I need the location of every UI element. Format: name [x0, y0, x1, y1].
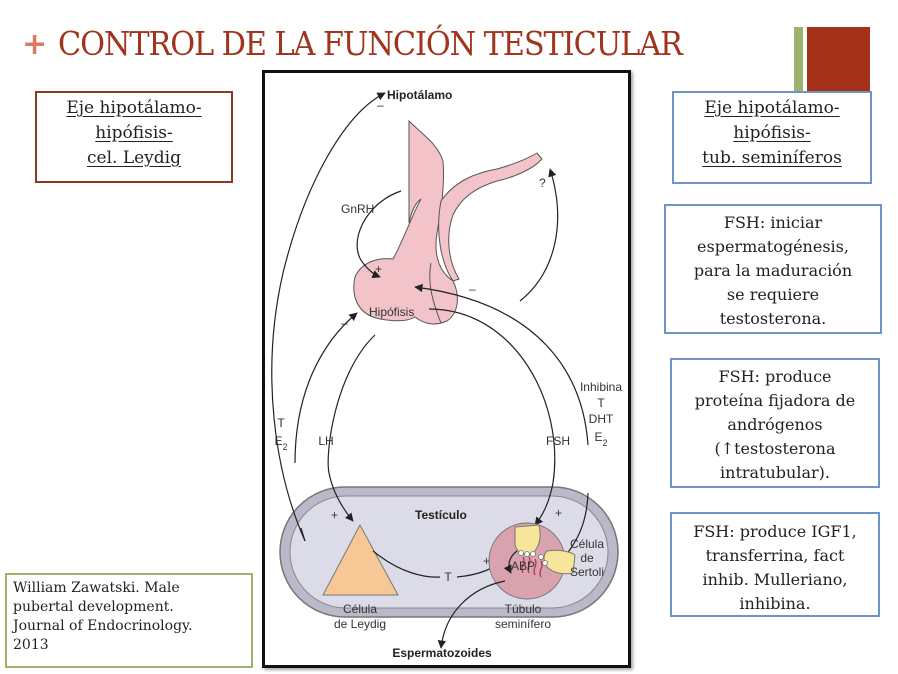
question-arrow — [519, 168, 559, 302]
hypothalamus-minus-sign: – — [377, 98, 384, 112]
abp-receptor-dots — [518, 550, 548, 566]
testis-label: Testículo — [415, 508, 467, 522]
seminiferous-axis-line: Eje hipotálamo- — [704, 98, 840, 118]
sperm-arrow — [437, 580, 506, 649]
sperm-label: Espermatozoides — [392, 646, 492, 660]
info-line: transferrina, fact — [705, 546, 845, 565]
feedback-arrow-to-hypothalamus — [271, 92, 386, 542]
tubule-label-line2: seminífero — [495, 617, 551, 631]
sertoli-label-line1: Célula — [570, 537, 604, 551]
pituitary-label: Hipófisis — [369, 305, 414, 319]
leydig-cell-label-line2: de Leydig — [334, 617, 386, 631]
right-feedback-e2-label: E2 — [594, 430, 607, 448]
right-feedback-inhibina-label: Inhibina — [580, 380, 622, 394]
fsh-info-box-igf1: FSH: produce IGF1, transferrina, fact in… — [670, 512, 880, 617]
left-feedback-t-label: T — [277, 416, 285, 430]
sertoli-label-line2: de — [580, 551, 594, 565]
left-minus-sign: – — [341, 316, 348, 330]
abp-arrow — [503, 550, 518, 574]
info-line: (↑testosterona — [714, 439, 836, 458]
abp-label: ABP — [511, 559, 535, 573]
lh-arrow — [327, 334, 376, 522]
leydig-feedback-line — [300, 527, 306, 542]
sertoli-plus-sign: + — [555, 506, 562, 520]
sertoli-cell-right — [543, 549, 576, 575]
gnrh-arrow — [356, 190, 402, 279]
info-line: FSH: produce — [718, 367, 832, 386]
lh-label: LH — [318, 434, 333, 448]
fsh-label: FSH — [546, 434, 570, 448]
info-line: espermatogénesis, — [697, 237, 849, 256]
decorative-red-block — [807, 27, 870, 93]
info-line: testosterona. — [719, 309, 827, 328]
fsh-info-box-abp: FSH: produce proteína fijadora de andróg… — [670, 358, 880, 488]
leydig-axis-line: hipófisis- — [95, 123, 173, 143]
slide-title: CONTROL DE LA FUNCIÓN TESTICULAR — [58, 24, 683, 63]
left-feedback-e2-label: E2 — [274, 434, 287, 452]
decorative-green-bar — [794, 27, 803, 93]
leydig-cell-label-line1: Célula — [343, 602, 377, 616]
fsh-arrow — [428, 308, 556, 526]
tubule-plus-sign: + — [483, 554, 490, 568]
seminiferous-axis-line: hipófisis- — [733, 123, 811, 143]
reference-line: William Zawatski. Male — [13, 580, 180, 596]
right-feedback-dht-label: DHT — [589, 412, 614, 426]
hormone-diagram: Hipotálamo – GnRH + ? Hipófisis – – T E2… — [262, 70, 631, 668]
info-line: para la maduración — [693, 261, 853, 280]
pituitary-stalk-shape — [438, 152, 543, 282]
info-line: FSH: produce IGF1, — [693, 522, 857, 541]
sertoli-label-line3: Sertoli — [570, 565, 604, 579]
fsh-info-box-spermatogenesis: FSH: iniciar espermatogénesis, para la m… — [664, 204, 882, 334]
t-e2-feedback-arrow — [294, 312, 358, 464]
reference-box: William Zawatski. Male pubertal developm… — [5, 573, 253, 668]
reference-line: pubertal development. — [13, 599, 174, 615]
info-line: andrógenos — [727, 415, 823, 434]
info-line: intratubular). — [720, 463, 830, 482]
info-line: proteína fijadora de — [694, 391, 856, 410]
info-line: se requiere — [726, 285, 820, 304]
reference-line: Journal of Endocrinology. — [13, 618, 193, 634]
leydig-axis-line: cel. Leydig — [87, 148, 181, 168]
info-line: inhibina. — [739, 594, 811, 613]
seminiferous-axis-box: Eje hipotálamo- hipófisis- tub. seminífe… — [672, 91, 872, 184]
leydig-axis-line: Eje hipotálamo- — [66, 98, 202, 118]
testosterone-label: T — [444, 570, 452, 584]
hypothalamus-label: Hipotálamo — [387, 88, 452, 102]
tubule-label-line1: Túbulo — [505, 602, 542, 616]
info-line: FSH: iniciar — [723, 213, 823, 232]
inhibin-feedback-arrow — [414, 283, 589, 446]
leydig-cell-triangle — [322, 523, 399, 596]
reference-line: 2013 — [13, 637, 49, 653]
gnrh-plus-sign: + — [375, 262, 382, 276]
title-bullet: + — [22, 27, 48, 62]
testosterone-line-left — [372, 550, 441, 578]
leydig-plus-sign: + — [331, 508, 338, 522]
right-minus-sign: – — [469, 282, 476, 296]
abp-molecules — [521, 556, 543, 578]
seminiferous-axis-line: tub. seminíferos — [702, 148, 842, 168]
question-mark-label: ? — [539, 176, 546, 190]
leydig-axis-box: Eje hipotálamo- hipófisis- cel. Leydig — [35, 91, 233, 183]
right-feedback-t-label: T — [597, 396, 605, 410]
info-line: inhib. Mulleriano, — [702, 570, 848, 589]
hormone-diagram-svg: Hipotálamo – GnRH + ? Hipófisis – – T E2… — [271, 88, 622, 660]
pituitary-lobe-divider — [429, 262, 442, 324]
gnrh-label: GnRH — [341, 202, 374, 216]
